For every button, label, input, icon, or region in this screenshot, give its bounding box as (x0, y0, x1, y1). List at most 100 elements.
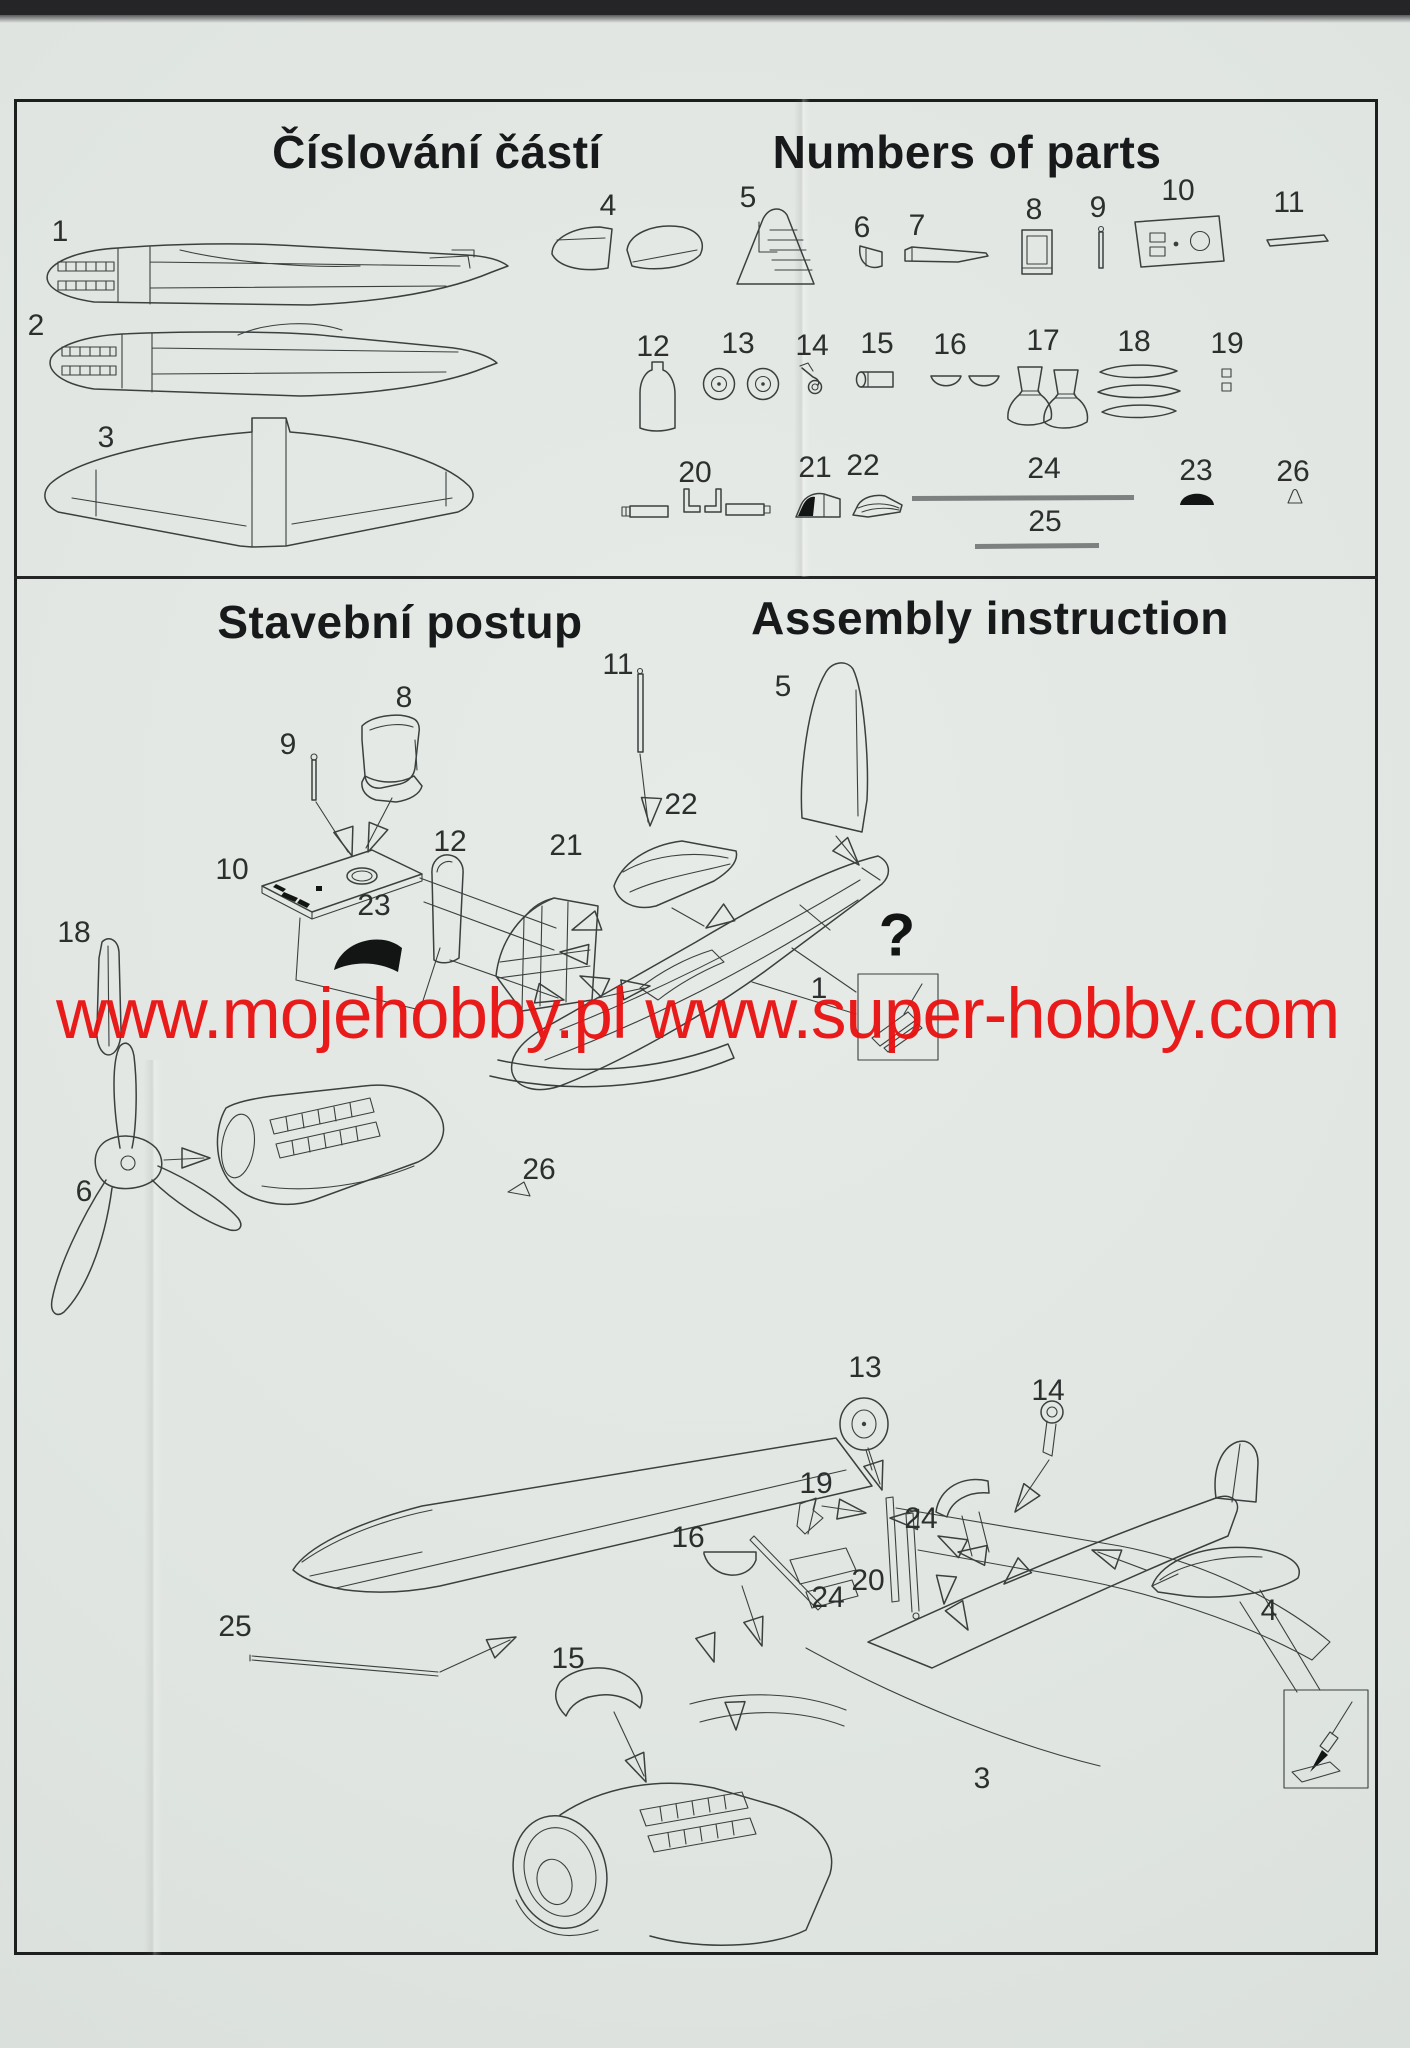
catalog-part-number-9: 9 (1089, 191, 1107, 224)
catalog-part-number-4: 4 (599, 189, 617, 222)
part-18-prop-blades-drawing (1097, 364, 1181, 419)
catalog-part-number-5: 5 (739, 181, 757, 214)
catalog-part-number-18: 18 (1117, 325, 1151, 358)
assembly-tailwheel-14 (1040, 1400, 1064, 1457)
section1-title-english: Numbers of parts (772, 126, 1162, 178)
part-6-spinner-drawing (859, 245, 883, 268)
catalog-part-number-24: 24 (1027, 452, 1061, 485)
part-24-long-rod-drawing (912, 495, 1134, 501)
assembly-lower-tailplane (935, 1478, 990, 1557)
assembly-antenna-11 (636, 667, 644, 753)
assembly-cowling (216, 1084, 445, 1206)
assembly-wedge-26 (507, 1181, 531, 1197)
assembly-scoop-16 (703, 1551, 757, 1576)
assembly-part-number-16: 16 (671, 1521, 705, 1554)
catalog-part-number-20: 20 (678, 456, 712, 489)
part-1-fuselage-half-drawing (46, 243, 509, 306)
part-9-rod-drawing (1097, 225, 1105, 269)
assembly-floor-10 (261, 849, 423, 920)
assembly-part-number-1: 1 (810, 972, 828, 1005)
catalog-part-number-3: 3 (97, 421, 115, 454)
assembly-prop-blade-18 (96, 938, 122, 1056)
assembly-paint-box (1239, 1589, 1369, 1789)
unknown-part-question-mark: ? (878, 901, 916, 969)
assembly-part-number-26: 26 (522, 1153, 556, 1186)
catalog-part-number-11: 11 (1273, 186, 1305, 219)
assembly-part-number-11: 11 (602, 648, 634, 681)
part-8-frame-drawing (1021, 229, 1053, 275)
part-7-blade-drawing (904, 246, 989, 263)
part-11-strip-drawing (1266, 234, 1329, 247)
assembly-fin-5 (800, 662, 869, 833)
assembly-part-number-18: 18 (57, 916, 91, 949)
assembly-part-number-21: 21 (549, 829, 583, 862)
assembly-part-number-13: 13 (848, 1351, 882, 1384)
part-20-exhausts-drawing (621, 488, 771, 518)
part-10-instrument-panel-drawing (1134, 215, 1225, 268)
assembly-upper-leader-lines (163, 753, 858, 1161)
assembly-part-number-6: 6 (75, 1175, 93, 1208)
catalog-part-number-19: 19 (1210, 327, 1244, 360)
part-15-cylinder-drawing (855, 371, 894, 388)
catalog-part-number-14: 14 (795, 329, 829, 362)
assembly-elevator-4 (1151, 1546, 1300, 1598)
shop-watermark-text: www.mojehobby.pl www.super-hobby.com (56, 975, 1340, 1054)
catalog-part-number-16: 16 (933, 328, 967, 361)
assembly-question-box (857, 973, 939, 1061)
part-26-small-triangle-drawing (1287, 488, 1303, 504)
assembly-canopy-frame-21 (495, 897, 599, 1012)
assembly-lower-cowl (512, 1694, 847, 1946)
catalog-part-number-6: 6 (853, 211, 871, 244)
assembly-part-number-25: 25 (218, 1610, 252, 1643)
assembly-part-number-12: 12 (433, 825, 467, 858)
assembly-part-number-4: 4 (1260, 1594, 1278, 1627)
part-21-windscreen-drawing (795, 492, 841, 518)
assembly-part-number-19: 19 (799, 1467, 833, 1500)
catalog-part-number-25: 25 (1028, 505, 1062, 538)
catalog-part-number-15: 15 (860, 327, 894, 360)
assembly-rods-24-20 (749, 1496, 920, 1620)
assembly-seat-8 (361, 714, 423, 803)
scan-edge-shadow (0, 15, 1410, 23)
part-25-short-rod-drawing (975, 543, 1099, 549)
part-3-wing-drawing (44, 417, 474, 548)
part-17-gear-fairings-drawing (1007, 366, 1089, 429)
assembly-part-number-10: 10 (215, 853, 249, 886)
assembly-part-number-9: 9 (279, 728, 297, 761)
catalog-part-number-22: 22 (846, 449, 880, 482)
assembly-part-number-24: 24 (811, 1581, 845, 1614)
section1-title-czech: Číslování částí (272, 126, 602, 178)
catalog-part-number-2: 2 (27, 309, 45, 342)
assembly-part-number-14: 14 (1031, 1374, 1065, 1407)
assembly-part-number-8: 8 (395, 681, 413, 714)
catalog-part-number-26: 26 (1276, 455, 1310, 488)
assembly-part-number-24: 24 (904, 1502, 938, 1535)
catalog-part-number-13: 13 (721, 327, 755, 360)
part-4-elevator-halves-drawing (551, 225, 703, 271)
assembly-propeller-6 (50, 1042, 242, 1316)
catalog-part-number-8: 8 (1025, 193, 1043, 226)
assembly-part-number-22: 22 (664, 788, 698, 821)
assembly-stick-9 (310, 753, 318, 801)
scan-dark-edge (0, 0, 1410, 15)
catalog-part-number-23: 23 (1179, 454, 1213, 487)
assembly-bracket-19 (796, 1497, 824, 1535)
catalog-part-number-7: 7 (908, 209, 926, 242)
assembly-lower-leader-lines (439, 1447, 1147, 1777)
part-16-half-discs-drawing (930, 375, 1000, 387)
part-5-fin-drawing (736, 208, 815, 285)
section2-title-czech: Stavební postup (217, 596, 583, 648)
assembly-lower-rear-fuselage (805, 1440, 1259, 1767)
part-19-small-blocks-drawing (1221, 368, 1232, 392)
assembly-part-number-15: 15 (551, 1642, 585, 1675)
part-23-black-dome-drawing (1180, 493, 1214, 505)
assembly-part-number-20: 20 (851, 1564, 885, 1597)
catalog-part-number-1: 1 (51, 215, 69, 248)
assembly-part-number-23: 23 (357, 889, 391, 922)
assembly-canopy-22 (613, 840, 738, 909)
section-divider-line (14, 576, 1378, 579)
part-22-canopy-drawing (852, 494, 903, 518)
assembly-part-number-5: 5 (774, 670, 792, 703)
assembly-cowl-flap-15 (554, 1667, 643, 1717)
